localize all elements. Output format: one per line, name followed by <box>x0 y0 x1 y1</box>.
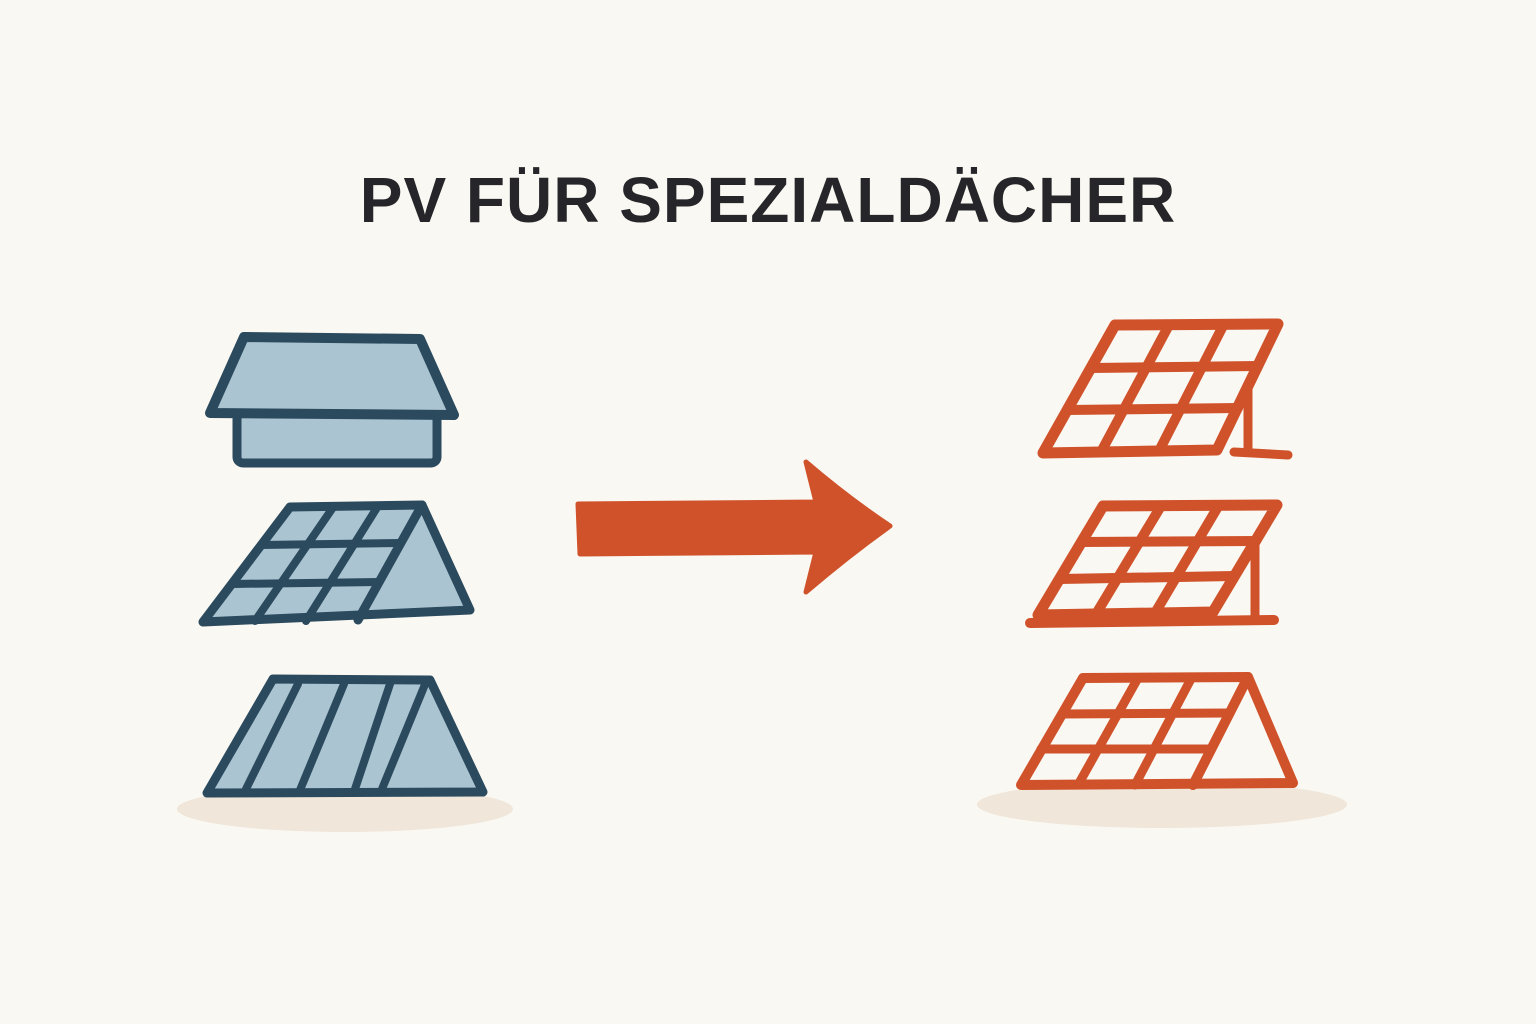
right-arrow-icon <box>575 456 894 596</box>
ribbed-sloped-roof-icon <box>196 666 490 804</box>
pv-panel-ground-icon <box>1025 499 1284 630</box>
flat-roof-building-icon <box>200 325 462 470</box>
pv-panels-on-roof-icon <box>1012 668 1304 794</box>
pitched-roof-with-panels-icon <box>195 490 480 635</box>
pv-panel-standing-icon <box>1037 318 1293 462</box>
page-title: PV FÜR SPEZIALDÄCHER <box>359 164 1177 236</box>
